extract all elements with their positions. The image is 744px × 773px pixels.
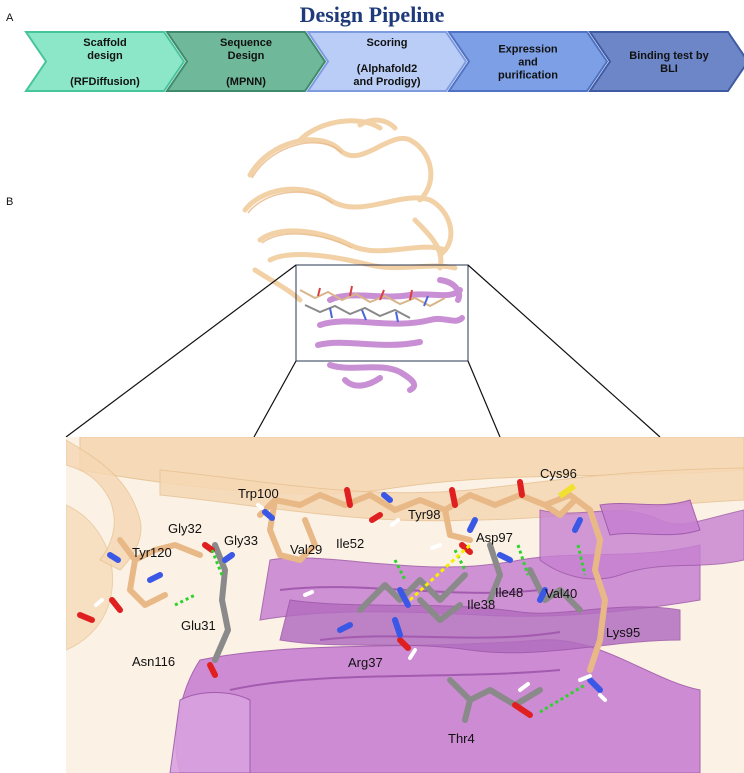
residue-label-cys96: Cys96 <box>540 466 577 481</box>
residue-label-gly33: Gly33 <box>224 533 258 548</box>
residue-label-val40: Val40 <box>545 586 577 601</box>
pipeline-step-5-text: Binding test by <box>629 50 709 62</box>
residue-label-val29: Val29 <box>290 542 322 557</box>
pipeline-step-4-text: Expression <box>498 44 558 56</box>
residue-label-ile52: Ile52 <box>336 536 364 551</box>
pipeline-step-3-text: Scoring <box>367 37 408 49</box>
residue-label-ile38: Ile38 <box>467 597 495 612</box>
pipeline-step-3 <box>306 31 468 92</box>
overview-protein <box>65 117 661 438</box>
blue-nitrogens <box>107 492 603 693</box>
pipeline-step-2 <box>165 31 327 92</box>
zoom-box <box>295 264 469 362</box>
overview-sticks <box>299 285 446 323</box>
residue-label-lys95: Lys95 <box>606 625 640 640</box>
pink-ribbons <box>169 499 744 773</box>
zoom-guide-right-inner <box>467 360 501 438</box>
sulfur-atom <box>557 483 577 499</box>
residue-label-ile48: Ile48 <box>495 585 523 600</box>
pipeline-step-5 <box>588 31 744 92</box>
pipeline-step-5-text: BLI <box>660 63 678 75</box>
pipeline-step-3-text: and Prodigy) <box>353 76 421 88</box>
gray-sticks <box>212 542 583 723</box>
figure-title: Design Pipeline <box>299 2 445 27</box>
beige-protein-cartoon <box>242 117 458 303</box>
beige-protein-detail <box>247 142 353 249</box>
pipeline-step-3-text: (Alphafold2 <box>357 63 418 75</box>
zoom-guide-left-outer <box>65 264 297 438</box>
residue-label-thr4: Thr4 <box>448 731 475 746</box>
pipeline-step-4 <box>447 31 609 92</box>
white-hydrogens <box>94 503 607 702</box>
pipeline-step-1-text: (RFDiffusion) <box>70 76 140 88</box>
pipeline-step-1-text: Scaffold <box>83 37 126 49</box>
panel-a-label: A <box>6 12 14 24</box>
pipeline-step-4-text: purification <box>498 70 558 82</box>
residue-label-arg37: Arg37 <box>348 655 383 670</box>
residue-label-gly32: Gly32 <box>168 521 202 536</box>
residue-label-tyr120: Tyr120 <box>132 545 172 560</box>
zoom-guide-right-outer <box>467 264 661 438</box>
panel-b-label: B <box>6 196 14 208</box>
residue-label-glu31: Glu31 <box>181 618 216 633</box>
pink-protein-cartoon <box>315 277 465 393</box>
zoom-guide-left-inner <box>253 360 297 438</box>
pipeline-step-4-text: and <box>518 57 538 69</box>
pipeline-step-2-text: Design <box>228 50 265 62</box>
hydrogen-bonds <box>174 544 587 714</box>
pipeline-step-1-text: design <box>87 50 123 62</box>
residue-label-asp97: Asp97 <box>476 530 513 545</box>
residue-label-tyr98: Tyr98 <box>408 507 441 522</box>
pipeline-step-2-text: (MPNN) <box>226 76 266 88</box>
beige-sticks <box>117 492 608 673</box>
residue-label-trp100: Trp100 <box>238 486 279 501</box>
residue-label-asn116: Asn116 <box>132 654 175 669</box>
red-oxygens <box>77 479 533 718</box>
pipeline-step-2-text: Sequence <box>220 37 272 49</box>
pipeline-step-1 <box>24 31 186 92</box>
